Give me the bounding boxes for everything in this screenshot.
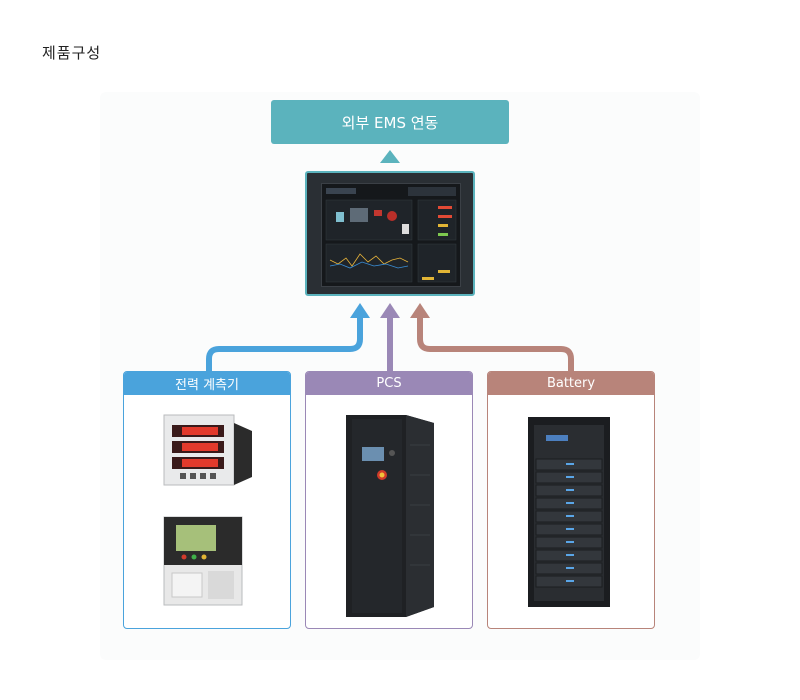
- external-ems-box: 외부 EMS 연동: [271, 100, 509, 144]
- power-meter-header: 전력 계측기: [124, 372, 290, 395]
- battery-arrow-head: [410, 303, 430, 318]
- pcs-header: PCS: [306, 372, 472, 395]
- meter-connector: [206, 318, 363, 371]
- power-meter-label: 전력 계측기: [175, 378, 239, 393]
- battery-label: Battery: [546, 376, 596, 391]
- ems-up-arrow: [380, 150, 400, 163]
- meter-arrow-head: [350, 303, 370, 318]
- ems-monitor: [305, 171, 475, 296]
- power-meter-illustration: [163, 414, 252, 606]
- power-meter-card: 전력 계측기: [123, 371, 291, 629]
- battery-rack-illustration: [528, 417, 610, 607]
- pcs-label: PCS: [376, 376, 402, 391]
- pcs-arrow-head: [380, 303, 400, 318]
- page-title: 제품구성: [42, 44, 102, 62]
- monitor-screen: [321, 183, 461, 287]
- battery-card: Battery: [487, 371, 655, 629]
- battery-connector: [417, 318, 574, 371]
- external-ems-label: 외부 EMS 연동: [341, 113, 439, 132]
- battery-header: Battery: [488, 372, 654, 395]
- monitor-dashboard-graphic: [325, 187, 457, 283]
- pcs-cabinet-illustration: [346, 415, 434, 617]
- pcs-card: PCS: [305, 371, 473, 629]
